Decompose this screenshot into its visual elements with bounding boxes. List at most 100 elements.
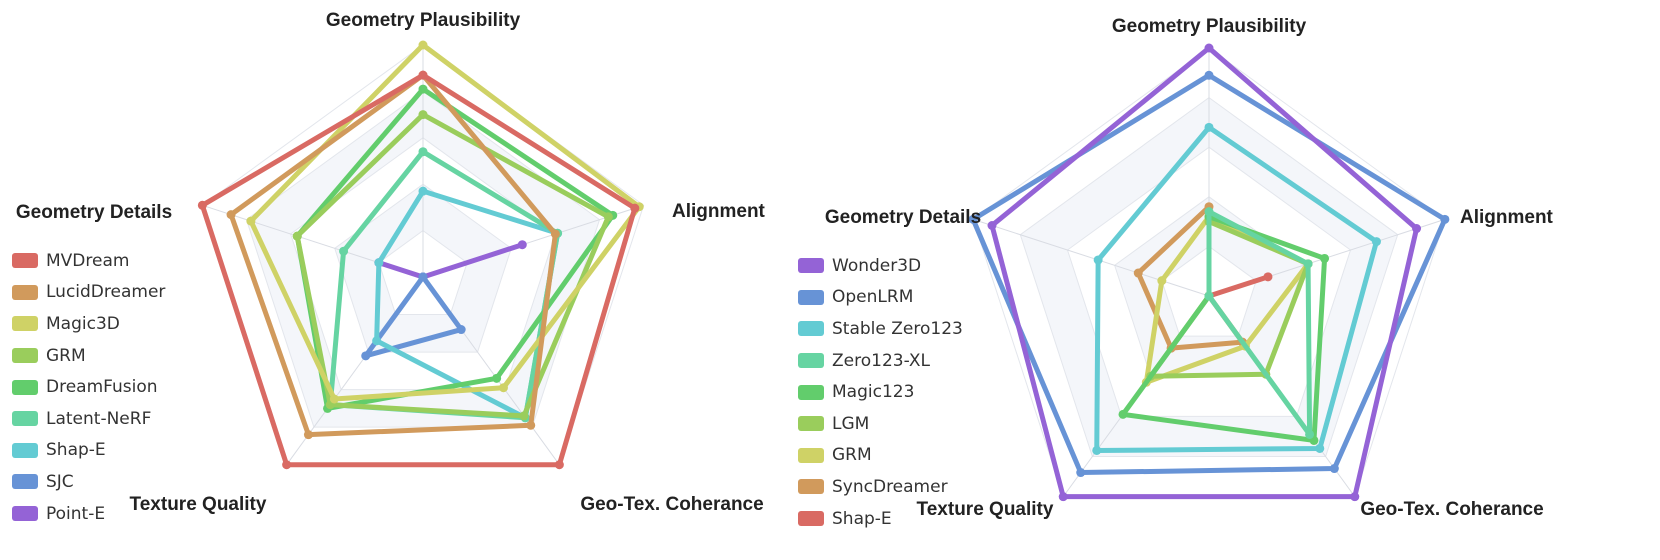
data-point-dreamfusion-geo-tex-coherance	[492, 373, 502, 383]
series-grm	[292, 110, 613, 421]
legend-swatch	[12, 442, 38, 458]
legend-label: Shap-E	[46, 440, 106, 461]
legend-item-lgm[interactable]: LGM	[798, 408, 963, 440]
data-point-wonder3d-texture-quality	[1058, 492, 1068, 502]
radar-series	[197, 40, 644, 470]
data-point-magic123-alignment	[1320, 253, 1330, 263]
legend-item-zero123-xl[interactable]: Zero123-XL	[798, 345, 963, 377]
data-point-stable-zero123-geometry-plausibility	[1204, 122, 1214, 132]
axis-label-geometry-details: Geometry Details	[16, 202, 172, 223]
legend-swatch	[798, 479, 824, 495]
legend-swatch	[12, 411, 38, 427]
axis-label-texture-quality: Texture Quality	[917, 499, 1054, 520]
series-line-wonder3d	[989, 45, 1420, 500]
data-point-dreamfusion-geometry-plausibility	[418, 84, 428, 94]
legend-item-sjc[interactable]: SJC	[12, 466, 165, 498]
legend-swatch	[798, 511, 824, 527]
data-point-grm-geometry-details	[292, 231, 302, 241]
data-point-stable-zero123-texture-quality	[1092, 445, 1102, 455]
series-sjc	[361, 272, 466, 361]
data-point-mvdream-geo-tex-coherance	[554, 460, 564, 470]
data-point-stable-zero123-geometry-details	[1093, 255, 1103, 265]
axis-label-geometry-plausibility: Geometry Plausibility	[1112, 16, 1307, 37]
legend-label: Latent-NeRF	[46, 408, 152, 429]
axis-label-geo-tex-coherance: Geo-Tex. Coherance	[1360, 499, 1543, 520]
data-point-magic3d-texture-quality	[329, 394, 339, 404]
data-point-mvdream-geometry-details	[197, 200, 207, 210]
series-line-luciddreamer	[228, 72, 558, 438]
legend-item-latent-nerf[interactable]: Latent-NeRF	[12, 403, 165, 435]
data-point-point-e-alignment	[517, 240, 527, 250]
series-wonder3d	[987, 43, 1422, 502]
legend-label: LGM	[832, 413, 870, 434]
data-point-stable-zero123-alignment	[1371, 237, 1381, 247]
legend-label: Magic3D	[46, 313, 120, 334]
legend-label: Point-E	[46, 503, 106, 524]
data-point-grm-geo-tex-coherance	[519, 411, 529, 421]
legend-label: Shap-E	[832, 508, 892, 529]
radar-series	[968, 43, 1450, 502]
legend-item-shap-e[interactable]: Shap-E	[798, 503, 963, 535]
series-luciddreamer	[226, 70, 560, 440]
legend-item-openlrm[interactable]: OpenLRM	[798, 282, 963, 314]
data-point-zero123-xl-geometry-details	[1204, 291, 1214, 301]
data-point-wonder3d-alignment	[1412, 224, 1422, 234]
data-point-sjc-geometry-details	[418, 272, 428, 282]
legend-item-shap-e[interactable]: Shap-E	[12, 435, 165, 467]
data-point-wonder3d-geo-tex-coherance	[1350, 492, 1360, 502]
legend-item-point-e[interactable]: Point-E	[12, 498, 165, 530]
legend-swatch	[798, 384, 824, 400]
legend-item-stable-zero123[interactable]: Stable Zero123	[798, 313, 963, 345]
legend-swatch	[798, 447, 824, 463]
data-point-openlrm-geometry-details	[968, 214, 978, 224]
legend-item-magic3d[interactable]: Magic3D	[12, 308, 165, 340]
series-line-shap-e	[374, 188, 561, 421]
data-point-magic123-texture-quality	[1118, 409, 1128, 419]
series-openlrm	[968, 70, 1450, 478]
legend-label: Wonder3D	[832, 255, 922, 276]
data-point-magic3d-geo-tex-coherance	[498, 383, 508, 393]
series-line-magic3d	[248, 42, 642, 402]
legend-item-dreamfusion[interactable]: DreamFusion	[12, 371, 165, 403]
legend-label: MVDream	[46, 250, 130, 271]
legend-item-syncdreamer[interactable]: SyncDreamer	[798, 471, 963, 503]
data-point-luciddreamer-geo-tex-coherance	[526, 420, 536, 430]
legend-item-wonder3d[interactable]: Wonder3D	[798, 250, 963, 282]
legend-item-mvdream[interactable]: MVDream	[12, 245, 165, 277]
data-point-openlrm-geo-tex-coherance	[1329, 464, 1339, 474]
legend-item-grm[interactable]: GRM	[12, 340, 165, 372]
series-zero123-xl	[1204, 207, 1315, 439]
legend-swatch	[798, 416, 824, 432]
data-point-mvdream-geometry-plausibility	[418, 70, 428, 80]
data-point-shap-e-geometry-details	[374, 258, 384, 268]
axis-label-geometry-plausibility: Geometry Plausibility	[326, 10, 521, 31]
axis-label-geo-tex-coherance: Geo-Tex. Coherance	[580, 494, 763, 515]
data-point-latent-nerf-geometry-details	[339, 246, 349, 256]
legend-label: GRM	[832, 445, 872, 466]
series-line-mvdream	[199, 72, 638, 468]
legend-swatch	[12, 284, 38, 300]
data-point-mvdream-texture-quality	[282, 460, 292, 470]
data-point-syncdreamer-geometry-details	[1133, 268, 1143, 278]
data-point-openlrm-alignment	[1440, 214, 1450, 224]
legend-swatch	[798, 258, 824, 274]
legend-label: Zero123-XL	[832, 350, 930, 371]
legend-item-luciddreamer[interactable]: LucidDreamer	[12, 277, 165, 309]
data-point-zero123-xl-geometry-plausibility	[1204, 207, 1214, 217]
legend-label: SJC	[46, 471, 74, 492]
legend-swatch	[798, 321, 824, 337]
data-point-magic3d-geometry-details	[246, 216, 256, 226]
data-point-luciddreamer-geometry-details	[226, 210, 236, 220]
data-point-openlrm-texture-quality	[1076, 468, 1086, 478]
data-point-sjc-texture-quality	[361, 351, 371, 361]
legend-label: Magic123	[832, 382, 915, 403]
legend-item-grm[interactable]: GRM	[798, 440, 963, 472]
data-point-zero123-xl-geo-tex-coherance	[1305, 429, 1315, 439]
legend-label: LucidDreamer	[46, 282, 166, 303]
legend-item-magic123[interactable]: Magic123	[798, 376, 963, 408]
series-line-sjc	[363, 274, 464, 359]
